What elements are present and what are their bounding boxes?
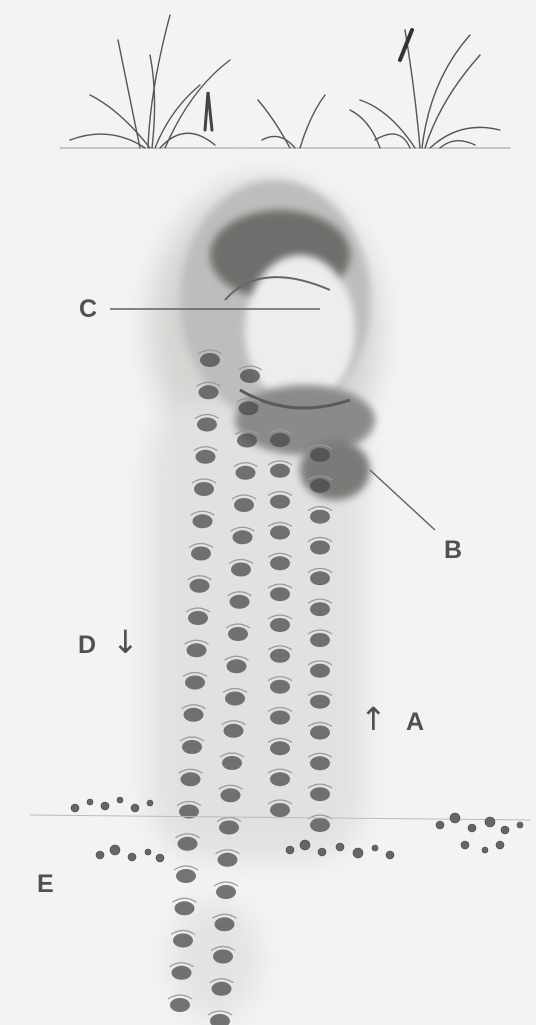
track-mark — [188, 611, 208, 625]
track-mark — [270, 711, 290, 725]
track-mark — [213, 950, 233, 964]
track-mark — [310, 726, 330, 740]
track-mark — [270, 772, 290, 786]
track-mark — [239, 401, 259, 415]
track-mark — [270, 587, 290, 601]
track-mark — [212, 982, 232, 996]
track-mark — [185, 676, 205, 690]
track-mark — [173, 934, 193, 948]
label-b: B — [444, 538, 462, 563]
label-c: C — [79, 297, 97, 322]
track-mark — [224, 724, 244, 738]
track-mark — [178, 837, 198, 851]
track-mark — [222, 756, 242, 770]
track-mark — [270, 649, 290, 663]
track-mark — [270, 464, 290, 478]
track-mark — [270, 741, 290, 755]
track-mark — [181, 772, 201, 786]
track-mark — [310, 602, 330, 616]
track-mark — [218, 853, 238, 867]
track-mark — [182, 740, 202, 754]
track-mark — [310, 695, 330, 709]
track-mark — [225, 692, 245, 706]
track-mark — [227, 659, 247, 673]
track-mark — [270, 495, 290, 509]
track-mark — [184, 708, 204, 722]
track-mark — [270, 556, 290, 570]
track-mark — [175, 901, 195, 915]
track-mark — [234, 498, 254, 512]
track-mark — [237, 434, 257, 448]
track-mark — [233, 530, 253, 544]
track-mark — [310, 664, 330, 678]
track-mark — [216, 885, 236, 899]
track-mark — [310, 633, 330, 647]
track-mark — [270, 618, 290, 632]
track-mark — [193, 514, 213, 528]
track-mark — [310, 571, 330, 585]
track-mark — [310, 510, 330, 524]
track-mark — [230, 595, 250, 609]
track-mark — [172, 966, 192, 980]
track-mark — [221, 788, 241, 802]
track-mark — [270, 433, 290, 447]
track-mark — [310, 756, 330, 770]
track-mark — [228, 627, 248, 641]
label-e: E — [37, 872, 54, 897]
label-d: D — [78, 633, 96, 658]
track-mark — [310, 541, 330, 555]
track-mark — [240, 369, 260, 383]
track-mark — [199, 385, 219, 399]
track-mark — [176, 869, 196, 883]
track-mark — [196, 450, 216, 464]
track-mark — [231, 563, 251, 577]
track-mark — [310, 787, 330, 801]
track-mark — [191, 547, 211, 561]
track-mark — [215, 917, 235, 931]
track-mark — [310, 479, 330, 493]
grass-tufts — [60, 15, 510, 148]
track-mark — [219, 821, 239, 835]
track-mark — [310, 818, 330, 832]
track-mark — [187, 643, 207, 657]
track-mark — [194, 482, 214, 496]
track-mark — [190, 579, 210, 593]
track-mark — [270, 803, 290, 817]
track-mark — [197, 418, 217, 432]
track-mark — [270, 680, 290, 694]
track-mark — [200, 353, 220, 367]
label-a: A — [406, 710, 424, 735]
leader-line-b — [370, 470, 435, 530]
track-mark — [236, 466, 256, 480]
arrow-up-icon: ↑ — [360, 703, 387, 735]
track-mark — [170, 998, 190, 1012]
track-mark — [310, 448, 330, 462]
arrow-down-icon: ↓ — [112, 626, 139, 658]
track-mark — [270, 526, 290, 540]
